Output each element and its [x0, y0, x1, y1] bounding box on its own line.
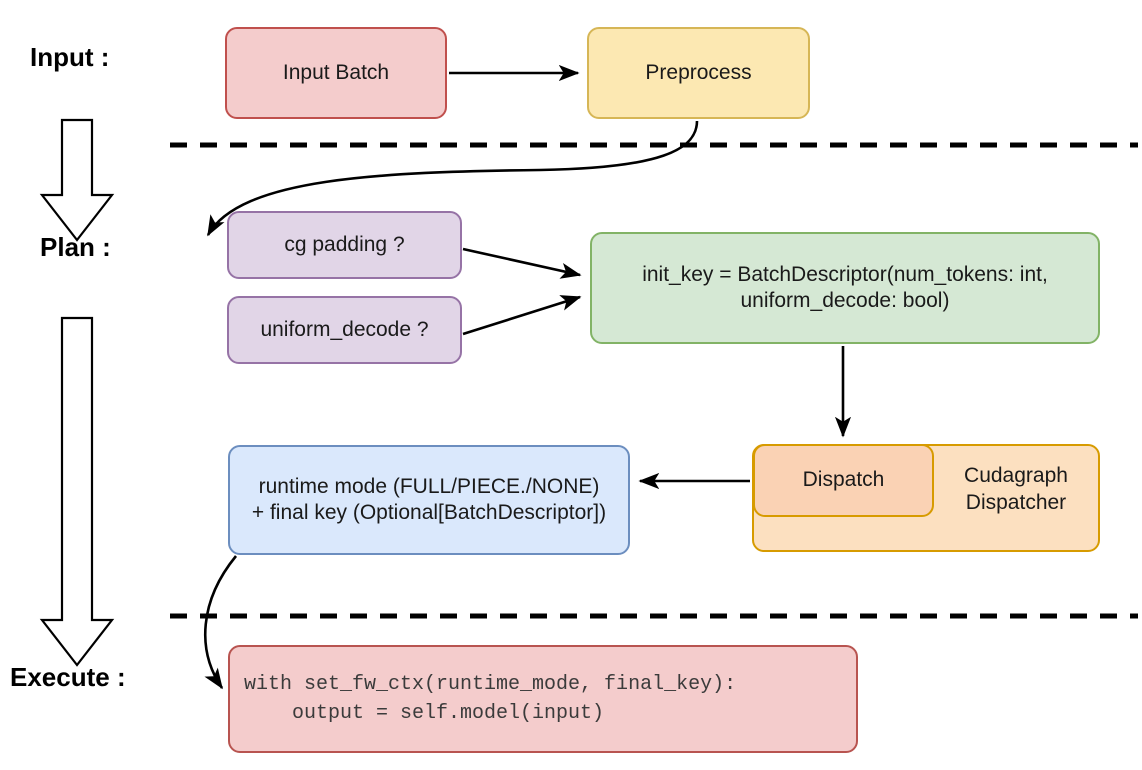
cg-padding-to-init-key-arrow — [462, 247, 582, 279]
preprocess-to-cg-padding-arrow — [206, 120, 699, 237]
node-preprocess[interactable]: Preprocess — [587, 27, 810, 119]
node-execute-code-block[interactable]: with set_fw_ctx(runtime_mode, final_key)… — [228, 645, 858, 753]
stage-label-plan: Plan : — [40, 232, 111, 262]
plan-to-execute-block-arrow — [39, 316, 115, 667]
uniform-decode-to-init-key-arrow — [462, 295, 582, 336]
node-uniform-decode[interactable]: uniform_decode ? — [227, 296, 462, 364]
stage-label-execute: Execute : — [10, 662, 126, 692]
node-init-key-batchdescriptor[interactable]: init_key = BatchDescriptor(num_tokens: i… — [590, 232, 1100, 344]
input-to-plan-block-arrow — [39, 118, 115, 242]
node-runtime-mode-and-final-key[interactable]: runtime mode (FULL/PIECE./NONE) + final … — [228, 445, 630, 555]
runtime-mode-to-exec-code-arrow — [204, 555, 238, 690]
stage-label-input: Input : — [30, 42, 110, 72]
node-dispatch[interactable]: Dispatch — [753, 444, 934, 517]
node-cg-padding[interactable]: cg padding ? — [227, 211, 462, 279]
node-input-batch[interactable]: Input Batch — [225, 27, 447, 119]
node-cudagraph-dispatcher-label: Cudagraph Dispatcher — [964, 464, 1068, 515]
